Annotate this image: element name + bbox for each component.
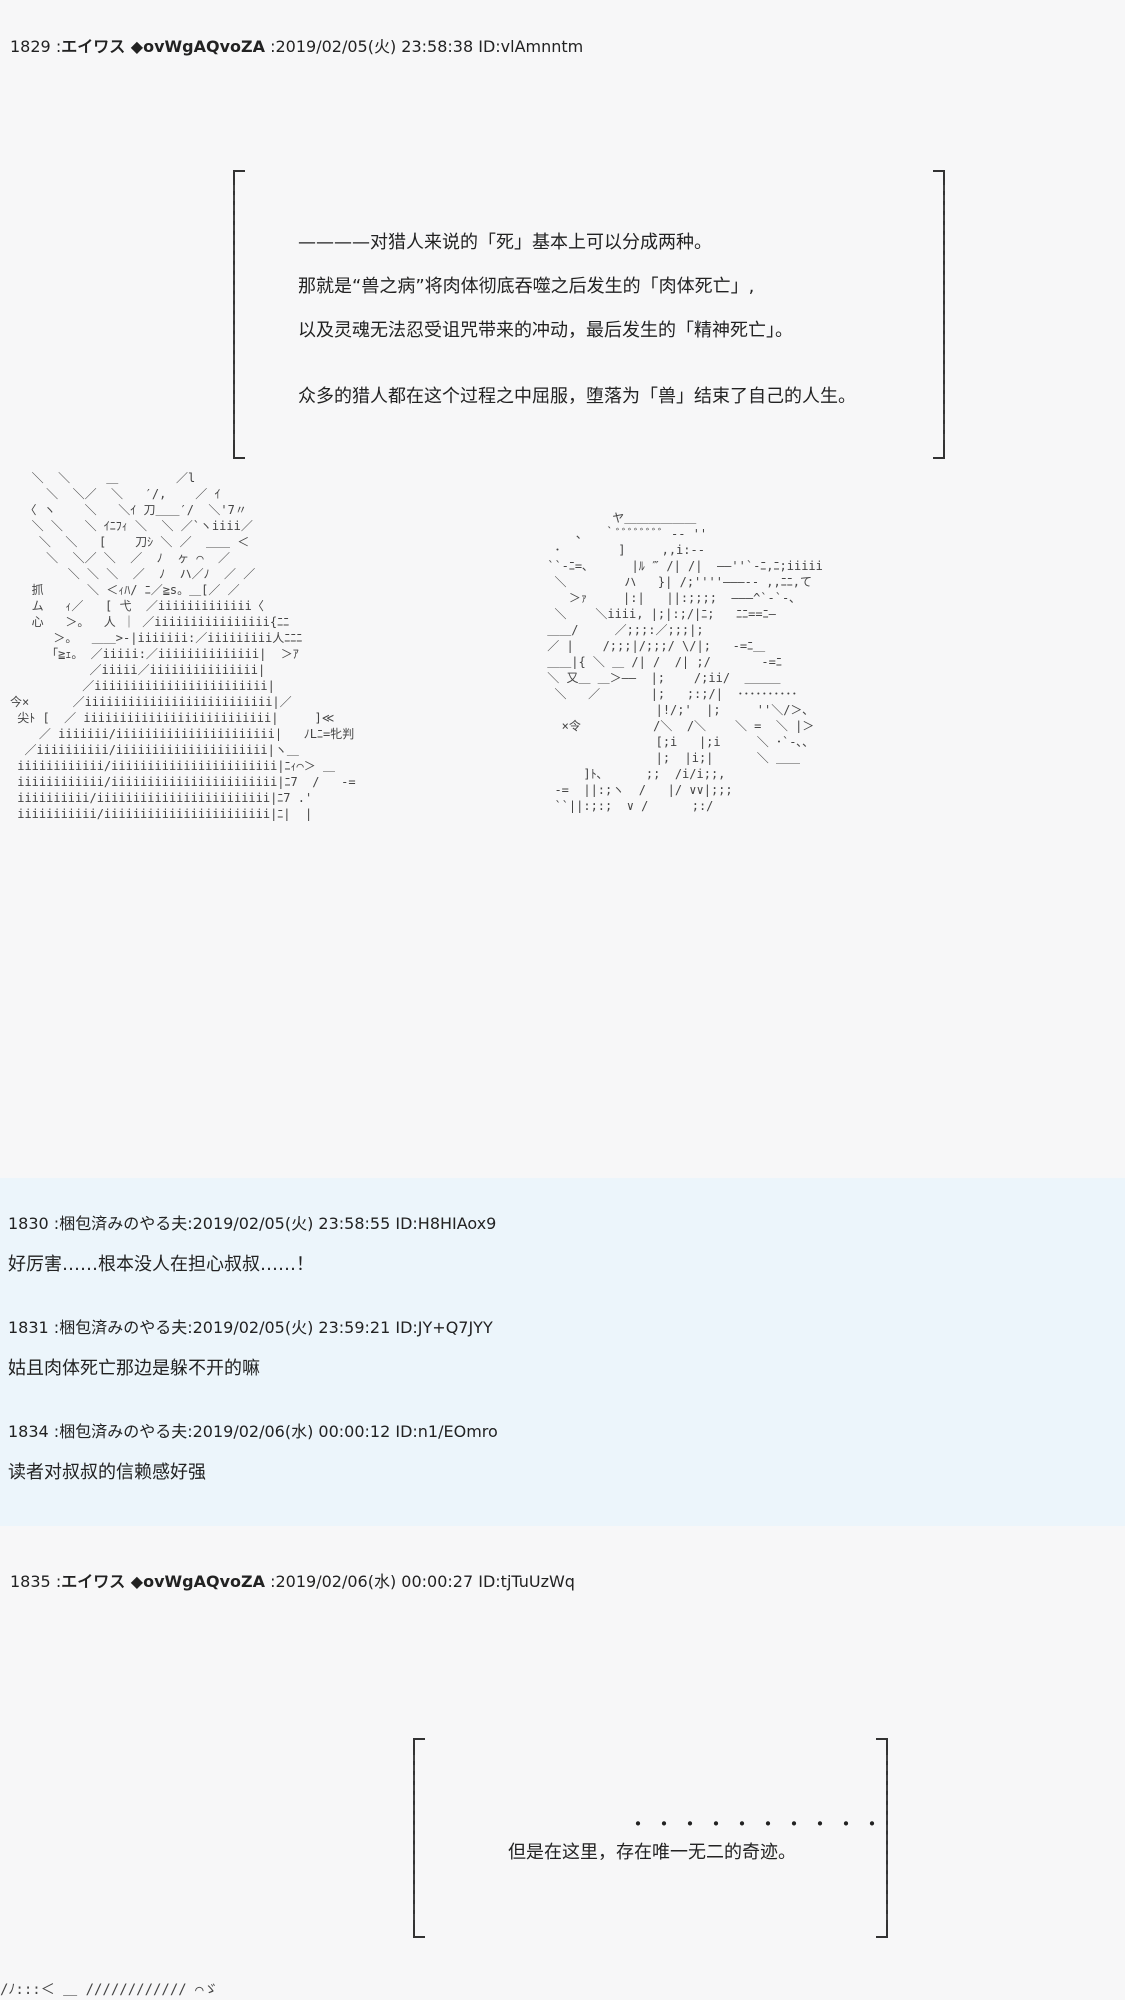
post-id[interactable]: ID:vlAmnntm [478, 37, 584, 56]
dash-border-left [413, 1755, 415, 1920]
poster-name: 梱包済みのやる夫 [59, 1318, 188, 1337]
post-body-1834: 读者对叔叔的信赖感好强 [8, 1462, 206, 1483]
post-header-1829: 1829 :エイワス ◆ovWgAQvoZA :2019/02/05(火) 23… [10, 37, 584, 56]
post-body-1831: 姑且肉体死亡那边是躲不开的嘛 [8, 1358, 260, 1379]
narration-line-1: ————对猎人来说的「死」基本上可以分成两种。 [298, 232, 712, 253]
post-number[interactable]: 1830 [8, 1214, 49, 1233]
ascii-art-right: ヤ＿＿＿＿＿＿ ､ ｀ﾞﾞﾞﾞﾞﾞﾞﾞ ‐‐ '' ･ ] ,,i:-- ``-… [547, 511, 823, 813]
ascii-art-left: ＼ ＼ ＿ ／l ＼ ＼／ ＼ ′/, ／ ｲ 〈 ヽ ＼ ＼ｲ 刀＿＿′/ ＼… [10, 471, 356, 821]
narration-miracle: 但是在这里，存在唯一无二的奇迹。 [508, 1842, 796, 1863]
reply-block: 1830 :梱包済みのやる夫:2019/02/05(火) 23:58:55 ID… [0, 1178, 1125, 1526]
post-header-1835: 1835 :エイワス ◆ovWgAQvoZA :2019/02/06(水) 00… [10, 1572, 575, 1591]
narration-line-2: 那就是“兽之病”将肉体彻底吞噬之后发生的「肉体死亡」, [298, 276, 755, 297]
poster-name: 梱包済みのやる夫 [59, 1422, 188, 1441]
narration-line-3: 以及灵魂无法忍受诅咒带来的冲动，最后发生的「精神死亡」。 [298, 320, 793, 341]
post-id[interactable]: ID:n1/EOmro [395, 1422, 498, 1441]
post-number[interactable]: 1834 [8, 1422, 49, 1441]
post-id[interactable]: ID:tjTuUzWq [478, 1572, 575, 1591]
poster-name: 梱包済みのやる夫 [59, 1214, 188, 1233]
ellipsis-dots: ・・・・・・・・・・ [628, 1812, 888, 1836]
post-header-1830: 1830 :梱包済みのやる夫:2019/02/05(火) 23:58:55 ID… [8, 1214, 497, 1233]
post-date: 2019/02/06(水) 00:00:12 [192, 1422, 391, 1441]
dash-border-right [943, 185, 945, 440]
post-date: 2019/02/06(水) 00:00:27 [275, 1572, 474, 1591]
dash-border-left [233, 185, 235, 440]
post-body-1830: 好厉害……根本没人在担心叔叔……！ [8, 1254, 314, 1275]
poster-name: エイワス ◆ovWgAQvoZA [61, 1572, 265, 1591]
post-header-1834: 1834 :梱包済みのやる夫:2019/02/06(水) 00:00:12 ID… [8, 1422, 498, 1441]
poster-name: エイワス ◆ovWgAQvoZA [61, 37, 265, 56]
dash-border-right [886, 1755, 888, 1920]
post-date: 2019/02/05(火) 23:58:38 [275, 37, 474, 56]
post-number[interactable]: 1829 [10, 37, 51, 56]
post-id[interactable]: ID:JY+Q7JYY [395, 1318, 493, 1337]
post-header-1831: 1831 :梱包済みのやる夫:2019/02/05(火) 23:59:21 ID… [8, 1318, 493, 1337]
post-number[interactable]: 1835 [10, 1572, 51, 1591]
post-id[interactable]: ID:H8HIAox9 [395, 1214, 497, 1233]
post-date: 2019/02/05(火) 23:59:21 [192, 1318, 391, 1337]
post-number[interactable]: 1831 [8, 1318, 49, 1337]
narration-line-4: 众多的猎人都在这个过程之中屈服，堕落为「兽」结束了自己的人生。 [298, 386, 856, 407]
post-date: 2019/02/05(火) 23:58:55 [192, 1214, 391, 1233]
ascii-art-bottom: /ﾉ:::＜ ＿ //////////// ⌒ゞ [0, 1982, 218, 1998]
